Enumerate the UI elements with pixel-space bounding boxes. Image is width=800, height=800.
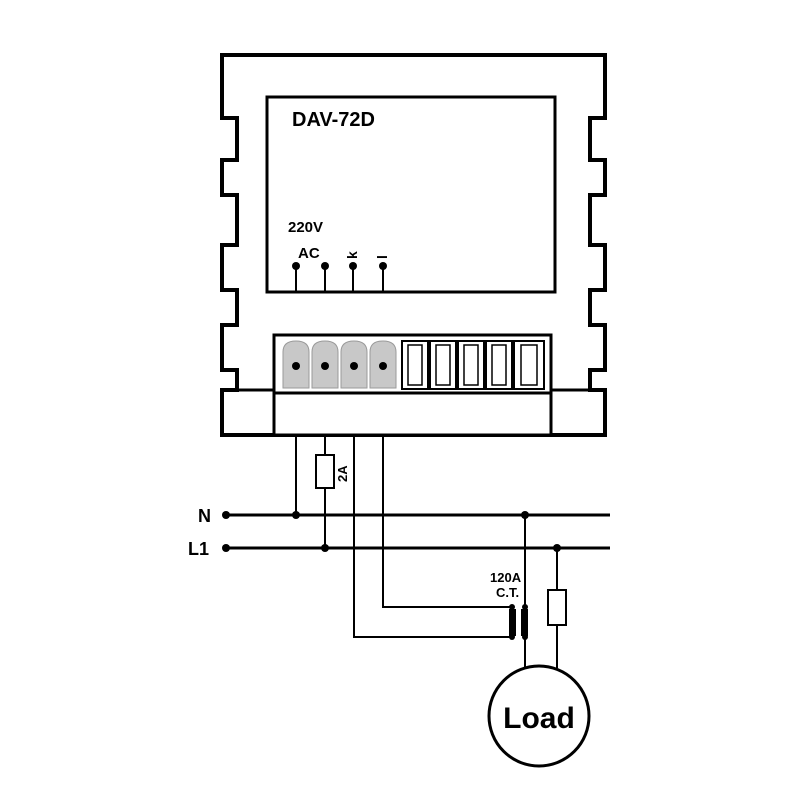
load-label: Load xyxy=(503,702,575,735)
live-label: L1 xyxy=(188,539,209,559)
voltage-label: 220V xyxy=(288,219,323,236)
load-fuse xyxy=(547,589,567,626)
fuse-rating-label: 2A xyxy=(335,465,350,482)
mains-lines xyxy=(222,511,610,552)
used-terminals xyxy=(282,340,397,389)
terminal-lead-dots xyxy=(292,262,387,270)
terminal-leads xyxy=(295,266,384,292)
terminal-k-label: k xyxy=(344,251,360,259)
current-transformer xyxy=(509,604,528,640)
model-label: DAV-72D xyxy=(292,109,375,131)
meter-enclosure xyxy=(220,53,607,437)
load-wiring xyxy=(524,515,558,668)
ct-rating-label: 120A xyxy=(490,570,522,585)
terminal-l-label: l xyxy=(374,255,390,259)
display-window xyxy=(265,95,557,294)
neutral-label: N xyxy=(198,506,211,526)
ac-label: AC xyxy=(298,245,320,262)
ct-name-label: C.T. xyxy=(496,585,519,600)
load-circle xyxy=(487,664,591,768)
supply-fuse xyxy=(315,454,335,489)
unused-terminals xyxy=(401,340,545,390)
